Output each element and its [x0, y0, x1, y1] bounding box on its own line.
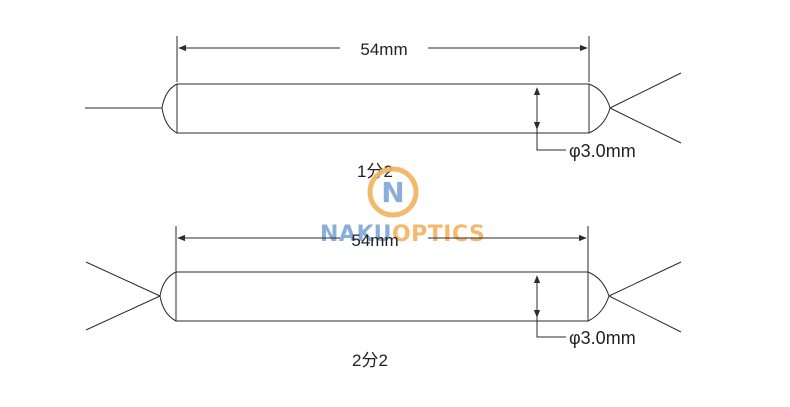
diameter-leader	[536, 317, 566, 338]
tube-body	[159, 271, 610, 322]
caption-top: 1分2	[357, 162, 393, 181]
output-fiber-2	[609, 107, 682, 144]
splitter-2x2-diagram	[85, 226, 682, 338]
brand-name-left: NAKU	[320, 222, 392, 247]
output-fiber-2	[608, 295, 682, 333]
input-fiber-2	[85, 295, 161, 331]
output-fiber-1	[609, 72, 682, 109]
diameter-label-top: φ3.0mm	[569, 141, 636, 161]
diameter-label-bottom: φ3.0mm	[569, 328, 636, 348]
logo-letter: N	[381, 176, 404, 209]
tube-body	[161, 83, 611, 134]
brand-name-right: OPTICS	[392, 222, 485, 247]
input-fiber-1	[85, 261, 161, 297]
brand-watermark: N NAKUOPTICS	[320, 166, 485, 247]
length-label-bottom: 54mm	[351, 231, 398, 250]
length-label-top: 54mm	[360, 40, 407, 59]
diameter-leader	[536, 129, 566, 151]
output-fiber-1	[608, 261, 682, 297]
brand-name: NAKUOPTICS	[320, 222, 485, 247]
splitter-1x2-diagram	[85, 36, 682, 151]
logo-ring	[367, 166, 419, 218]
caption-bottom: 2分2	[352, 351, 388, 370]
